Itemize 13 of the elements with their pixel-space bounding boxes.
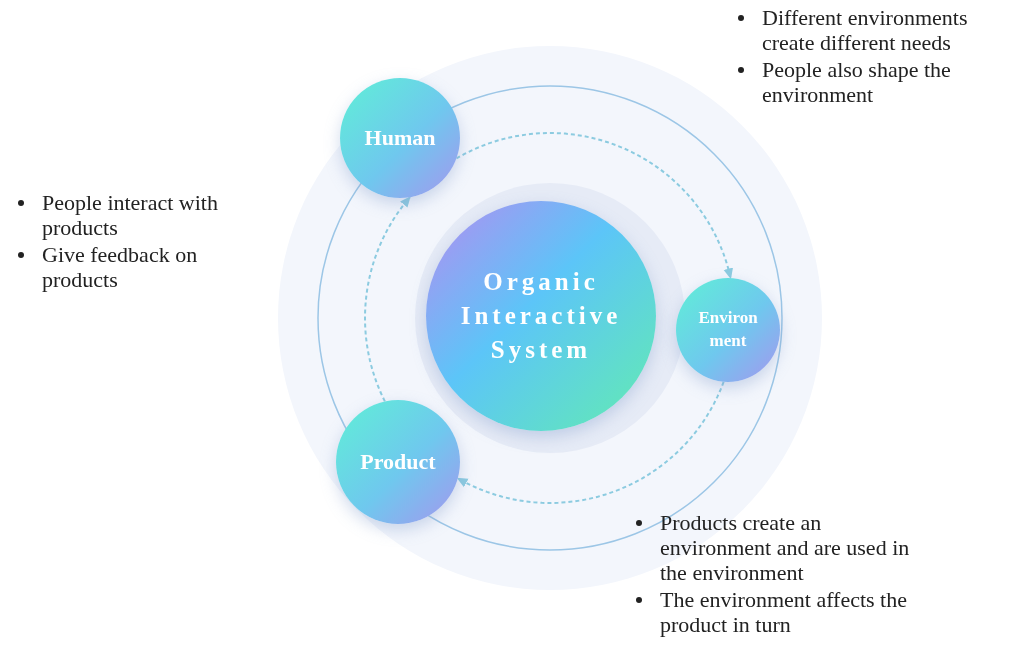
bullet-text: Give feedback on products [42, 242, 198, 292]
bullet-text: People interact with products [42, 190, 218, 240]
bullet-text: People also shape the environment [762, 57, 951, 107]
node-label: Product [359, 448, 437, 477]
bullet-text: Different environments create different needs [762, 5, 968, 55]
node-label: Human [363, 124, 437, 153]
bullet-text: The environment affects the product in turn [660, 587, 907, 637]
dashed-arrow [364, 196, 411, 403]
bullet-text: Products create an environment and are used in the environment [660, 510, 910, 585]
dashed-arrow [456, 380, 725, 504]
node-label: Environ ment [697, 307, 759, 352]
node-label: Organic Interactive System [459, 267, 623, 365]
dashed-arrow [455, 132, 733, 280]
